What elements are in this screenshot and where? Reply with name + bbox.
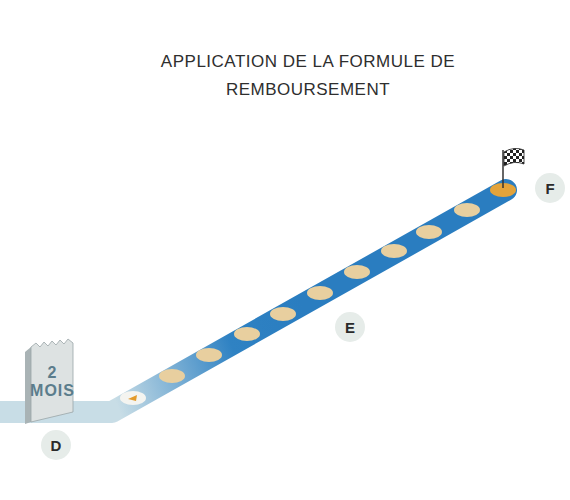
step-circle: E bbox=[335, 312, 365, 342]
start-marker bbox=[120, 391, 146, 405]
road-band bbox=[0, 190, 506, 412]
step-circle: D bbox=[41, 430, 71, 460]
sign-text: 2 MOIS bbox=[30, 364, 75, 401]
step-letter: F bbox=[545, 180, 554, 197]
step-letter: D bbox=[51, 437, 62, 454]
flag-pole bbox=[502, 150, 504, 188]
start-arrow bbox=[128, 395, 137, 401]
step-letter: E bbox=[345, 319, 355, 336]
diagram-title: APPLICATION DE LA FORMULE DE REMBOURSEME… bbox=[100, 48, 516, 104]
step-circle: F bbox=[535, 173, 565, 203]
checkered-flag bbox=[504, 148, 524, 166]
month-sign: 2 MOIS bbox=[28, 347, 77, 417]
steps bbox=[159, 203, 480, 383]
